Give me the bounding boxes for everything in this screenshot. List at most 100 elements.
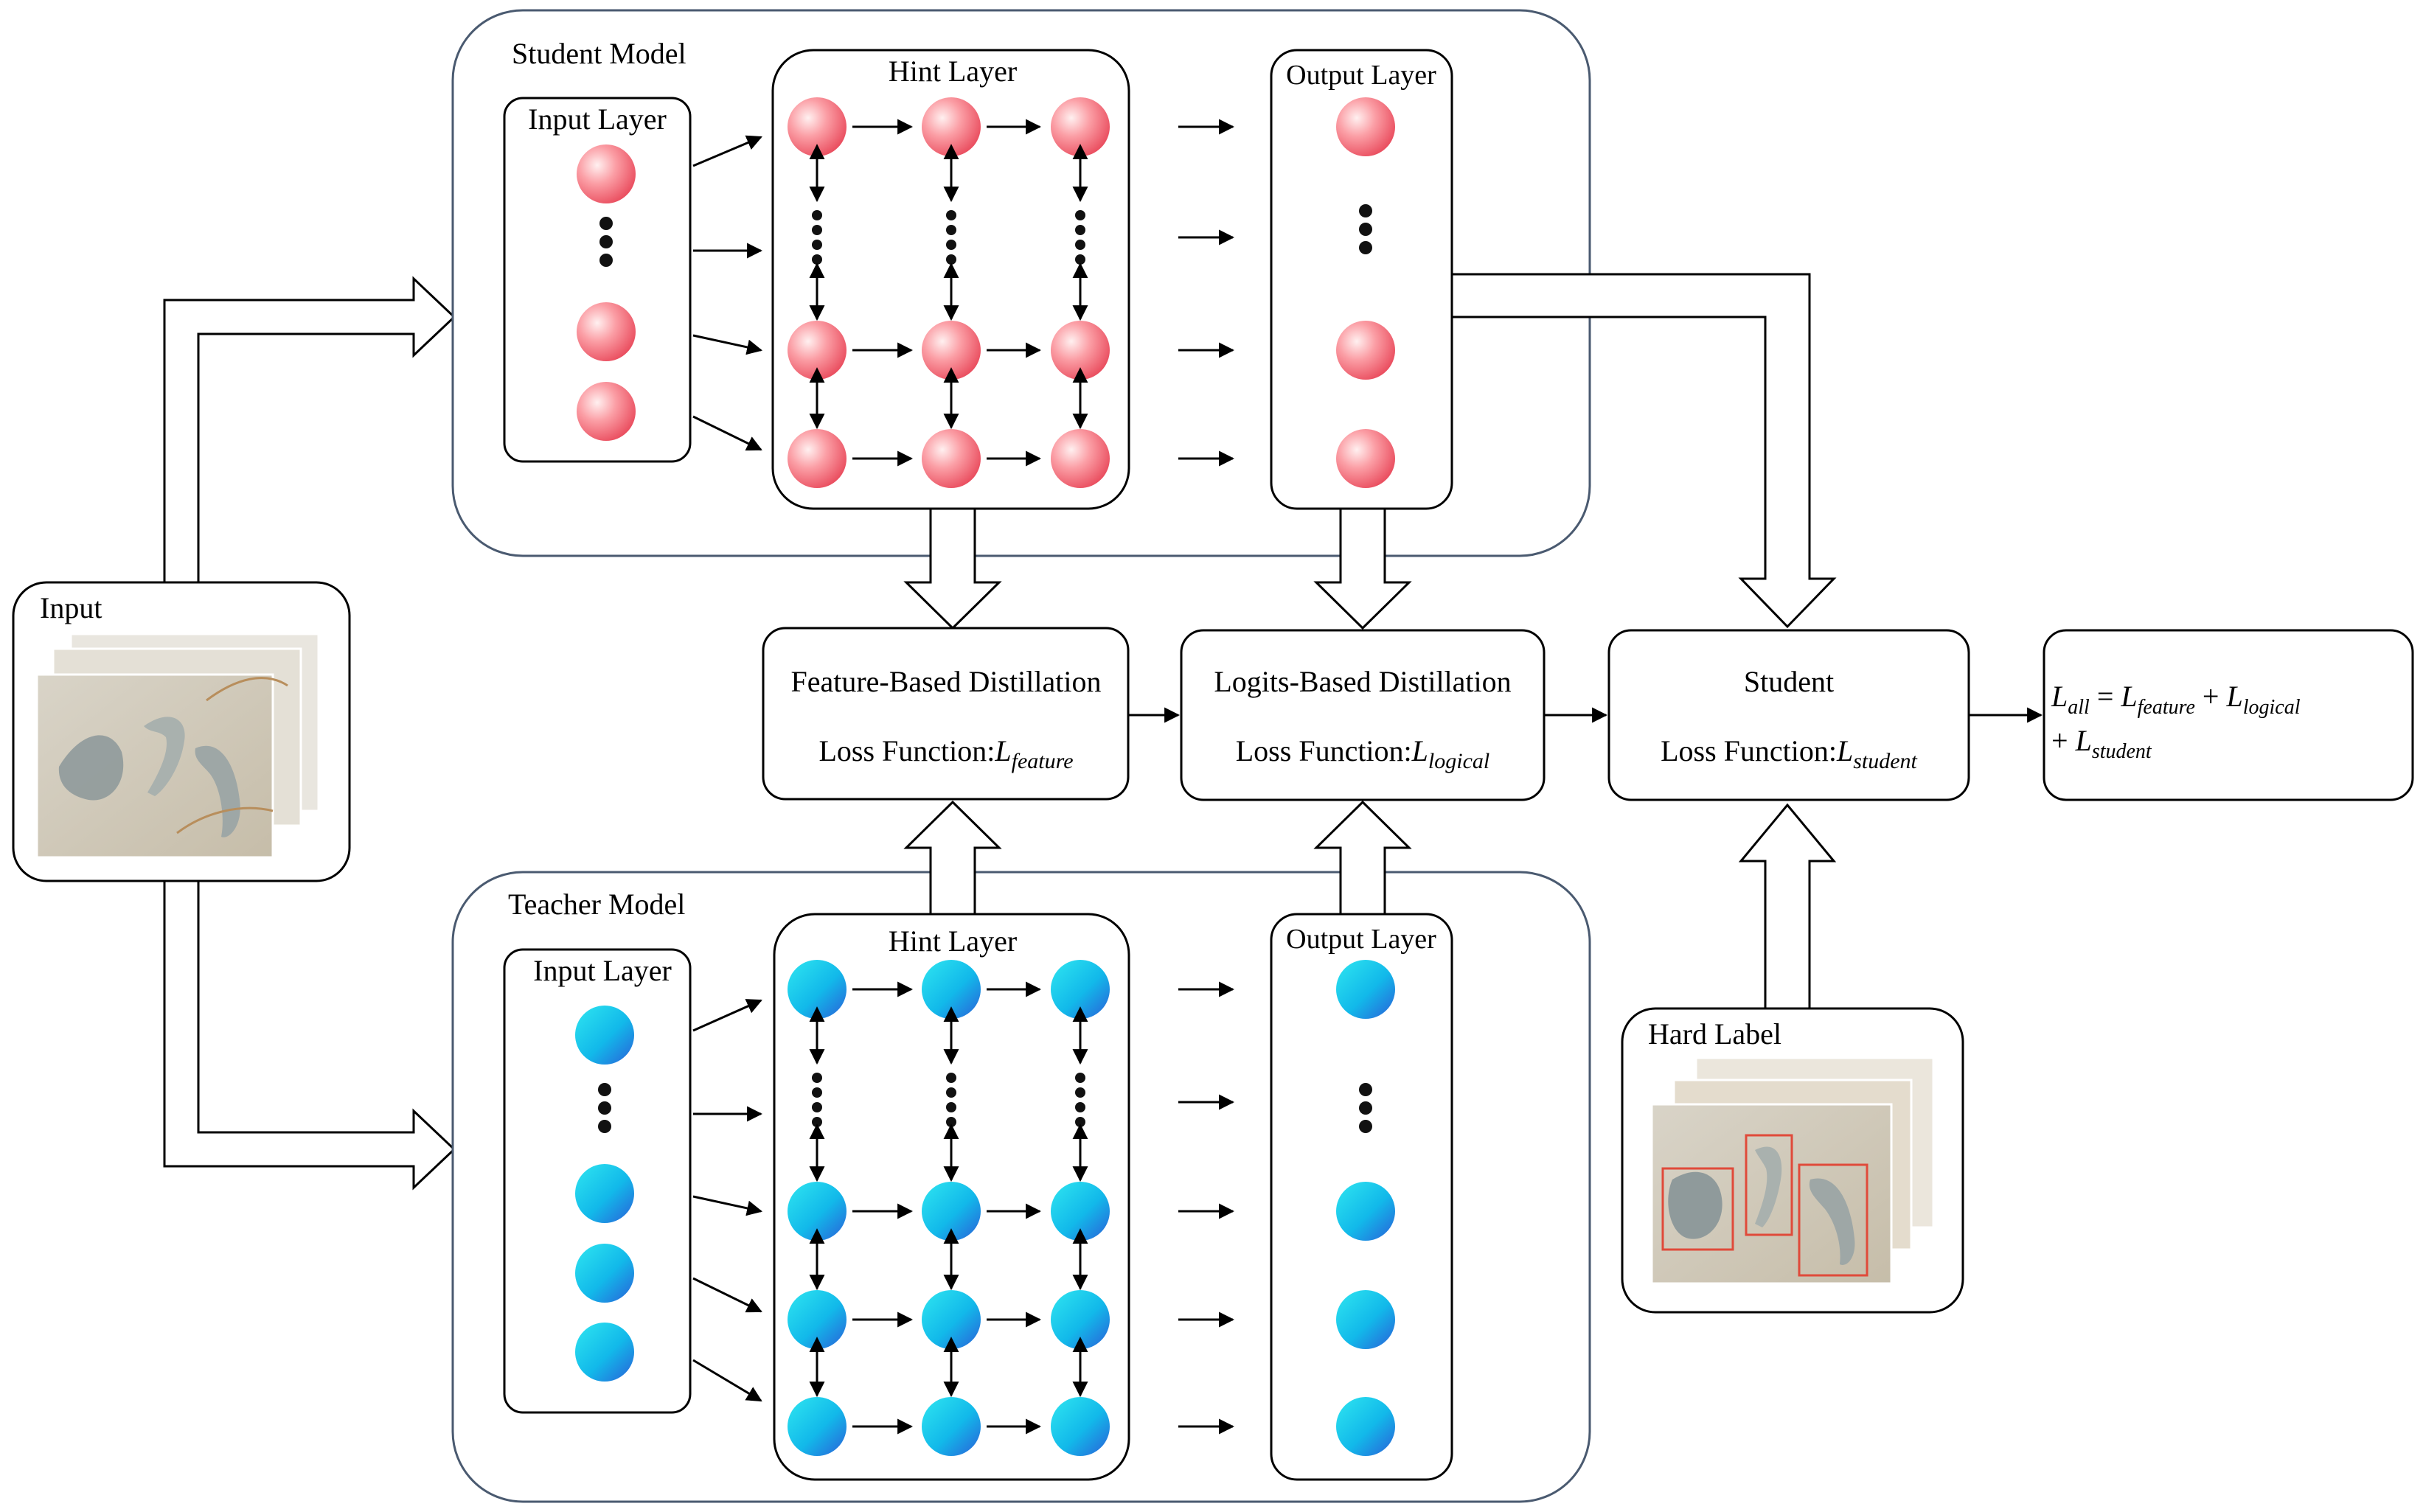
ellipsis-dot	[946, 1102, 956, 1112]
neuron-node	[575, 1164, 634, 1223]
bbox-marker	[1745, 1134, 1793, 1236]
ellipsis-dot	[1075, 210, 1085, 220]
hard-label-box: Hard Label	[1621, 1007, 1964, 1314]
student-loss-function: Loss Function:Lstudent	[1661, 734, 1917, 773]
ellipsis-dot	[599, 254, 613, 267]
ellipsis-dot	[946, 225, 956, 235]
neuron-node	[575, 1323, 634, 1382]
hint-neuron-node	[1051, 960, 1110, 1019]
feature-distillation-box: Feature-Based Distillation Loss Function…	[762, 627, 1130, 801]
ellipsis-dot	[1075, 1102, 1085, 1112]
hard-label-image-stack	[1650, 1056, 1935, 1285]
hint-neuron-node	[1051, 1397, 1110, 1456]
bbox-marker	[1661, 1167, 1734, 1251]
student-output-layer-label: Output Layer	[1286, 60, 1436, 91]
student-model-container: Student Model Input Layer Hint Layer Out…	[451, 9, 1591, 557]
ellipsis-dot	[1359, 204, 1372, 217]
ellipsis-dot	[1075, 1087, 1085, 1098]
ellipsis-dot	[946, 240, 956, 250]
ellipsis-dot	[812, 1117, 822, 1127]
ellipsis-dot	[812, 1087, 822, 1098]
hard-label-label: Hard Label	[1648, 1017, 1781, 1051]
output-neuron-node	[1336, 97, 1395, 156]
neuron-node	[577, 382, 636, 441]
student-hint-to-feature-arrow	[903, 507, 1002, 630]
logits-distillation-box: Logits-Based Distillation Loss Function:…	[1180, 629, 1546, 801]
input-to-hint-arrow	[692, 135, 762, 167]
ellipsis-dot	[946, 1087, 956, 1098]
student-output-to-logits-arrow	[1313, 507, 1412, 630]
ellipsis-dot	[812, 1102, 822, 1112]
hint-neuron-node	[788, 429, 847, 488]
hint-neuron-node	[788, 1182, 847, 1241]
ellipsis-dot	[1359, 223, 1372, 236]
ellipsis-dot	[1359, 1101, 1372, 1115]
input-to-hint-arrow	[692, 415, 762, 451]
student-hint-layer: Hint Layer	[771, 49, 1130, 510]
feature-distillation-loss: Loss Function:Lfeature	[818, 734, 1073, 773]
teacher-input-layer-label: Input Layer	[533, 954, 672, 987]
hint-neuron-node	[922, 321, 981, 380]
input-to-student-arrow	[163, 276, 456, 584]
hint-neuron-node	[922, 1182, 981, 1241]
output-neuron-node	[1336, 1182, 1395, 1241]
hint-neuron-node	[922, 1397, 981, 1456]
student-output-layer: Output Layer	[1270, 49, 1453, 510]
input-box: Input	[12, 581, 351, 882]
ellipsis-dot	[599, 235, 613, 248]
hint-neuron-node	[788, 97, 847, 156]
hint-neuron-node	[788, 1290, 847, 1349]
ellipsis-dot	[812, 254, 822, 265]
teacher-model-container: Teacher Model Input Layer Hint Layer Out…	[451, 871, 1591, 1503]
feature-distillation-title: Feature-Based Distillation	[790, 665, 1101, 698]
neuron-node	[575, 1244, 634, 1303]
hint-neuron-node	[1051, 429, 1110, 488]
ellipsis-dot	[598, 1083, 611, 1096]
input-to-hint-arrow	[692, 1359, 762, 1402]
hint-neuron-node	[922, 1290, 981, 1349]
ellipsis-dot	[1075, 240, 1085, 250]
total-loss-equation-line2: + Lstudent	[2051, 724, 2152, 763]
ellipsis-dot	[1075, 225, 1085, 235]
ellipsis-dot	[1075, 254, 1085, 265]
teacher-hint-to-feature-arrow	[903, 800, 1002, 916]
student-model-title: Student Model	[512, 37, 686, 70]
hint-neuron-node	[1051, 321, 1110, 380]
hint-neuron-node	[788, 1397, 847, 1456]
ellipsis-dot	[598, 1120, 611, 1133]
bbox-marker	[1798, 1163, 1868, 1277]
input-image-stack	[35, 633, 320, 859]
ellipsis-dot	[812, 210, 822, 220]
input-to-teacher-arrow	[163, 879, 456, 1191]
student-loss-title: Student	[1744, 665, 1834, 698]
input-to-hint-arrow	[692, 999, 762, 1032]
input-to-hint-arrow	[692, 1277, 762, 1313]
ellipsis-dot	[1359, 1120, 1372, 1133]
ellipsis-dot	[812, 225, 822, 235]
hint-neuron-node	[922, 429, 981, 488]
hint-neuron-node	[922, 97, 981, 156]
teacher-output-layer-label: Output Layer	[1286, 924, 1436, 955]
total-loss-equation-line1: Lall = Lfeature + Llogical	[2051, 680, 2301, 719]
ellipsis-dot	[1359, 241, 1372, 254]
hint-neuron-node	[1051, 1290, 1110, 1349]
logits-distillation-title: Logits-Based Distillation	[1214, 665, 1511, 698]
hint-neuron-node	[788, 321, 847, 380]
neuron-node	[577, 144, 636, 203]
output-neuron-node	[1336, 429, 1395, 488]
student-output-to-student-loss-arrow	[1450, 273, 1837, 629]
ellipsis-dot	[812, 240, 822, 250]
student-input-layer-label: Input Layer	[528, 102, 667, 136]
ellipsis-dot	[946, 210, 956, 220]
ellipsis-dot	[599, 217, 613, 230]
ellipsis-dot	[1359, 1083, 1372, 1096]
teacher-hint-layer: Hint Layer	[773, 913, 1130, 1481]
input-to-hint-arrow	[692, 334, 763, 355]
ellipsis-dot	[1075, 1073, 1085, 1083]
ellipsis-dot	[598, 1101, 611, 1115]
output-neuron-node	[1336, 960, 1395, 1019]
output-neuron-node	[1336, 321, 1395, 380]
hint-neuron-node	[1051, 1182, 1110, 1241]
hint-neuron-node	[788, 960, 847, 1019]
